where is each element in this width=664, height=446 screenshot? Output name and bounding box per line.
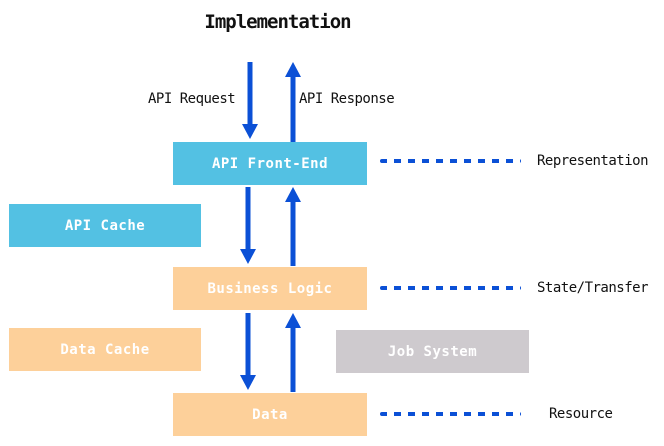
box-data-cache: Data Cache <box>9 328 201 371</box>
arrow-shaft <box>290 76 296 142</box>
diagram-title: Implementation <box>204 11 351 33</box>
arrow-head <box>240 249 256 264</box>
arrow-shaft <box>290 201 296 266</box>
state-transfer-label: State/Transfer <box>537 280 649 296</box>
box-data: Data <box>173 393 367 436</box>
arrow-shaft <box>290 327 296 392</box>
state-transfer-dash-line <box>380 286 521 290</box>
arrow-down-logic-to-data-icon <box>240 313 256 390</box>
box-job-system-label: Job System <box>387 343 478 360</box>
arrow-shaft <box>245 313 251 376</box>
box-api-cache-label: API Cache <box>64 217 146 234</box>
api-request-label: API Request <box>148 91 236 107</box>
arrow-shaft <box>245 187 251 250</box>
box-data-label: Data <box>252 406 288 423</box>
arrow-head <box>242 124 258 139</box>
arrow-head <box>285 313 301 328</box>
resource-dash-line <box>380 412 521 416</box>
box-api-front-end: API Front-End <box>173 142 367 185</box>
box-business-logic: Business Logic <box>173 267 367 310</box>
box-api-front-end-label: API Front-End <box>211 155 329 172</box>
resource-label: Resource <box>549 406 613 422</box>
api-response-label: API Response <box>299 91 395 107</box>
arrow-head <box>285 62 301 77</box>
arrow-down-frontend-to-logic-icon <box>240 187 256 264</box>
box-business-logic-label: Business Logic <box>207 280 333 297</box>
arrow-down-request-icon <box>242 62 258 139</box>
arrow-up-data-to-logic-icon <box>285 313 301 392</box>
box-api-cache: API Cache <box>9 204 201 247</box>
arrow-head <box>240 375 256 390</box>
representation-label: Representation <box>537 153 649 169</box>
arrow-up-logic-to-frontend-icon <box>285 187 301 266</box>
box-job-system: Job System <box>336 330 529 373</box>
box-data-cache-label: Data Cache <box>60 341 150 358</box>
arrow-up-response-icon <box>285 62 301 142</box>
arrow-head <box>285 187 301 202</box>
representation-dash-line <box>380 159 521 163</box>
arrow-shaft <box>247 62 253 125</box>
